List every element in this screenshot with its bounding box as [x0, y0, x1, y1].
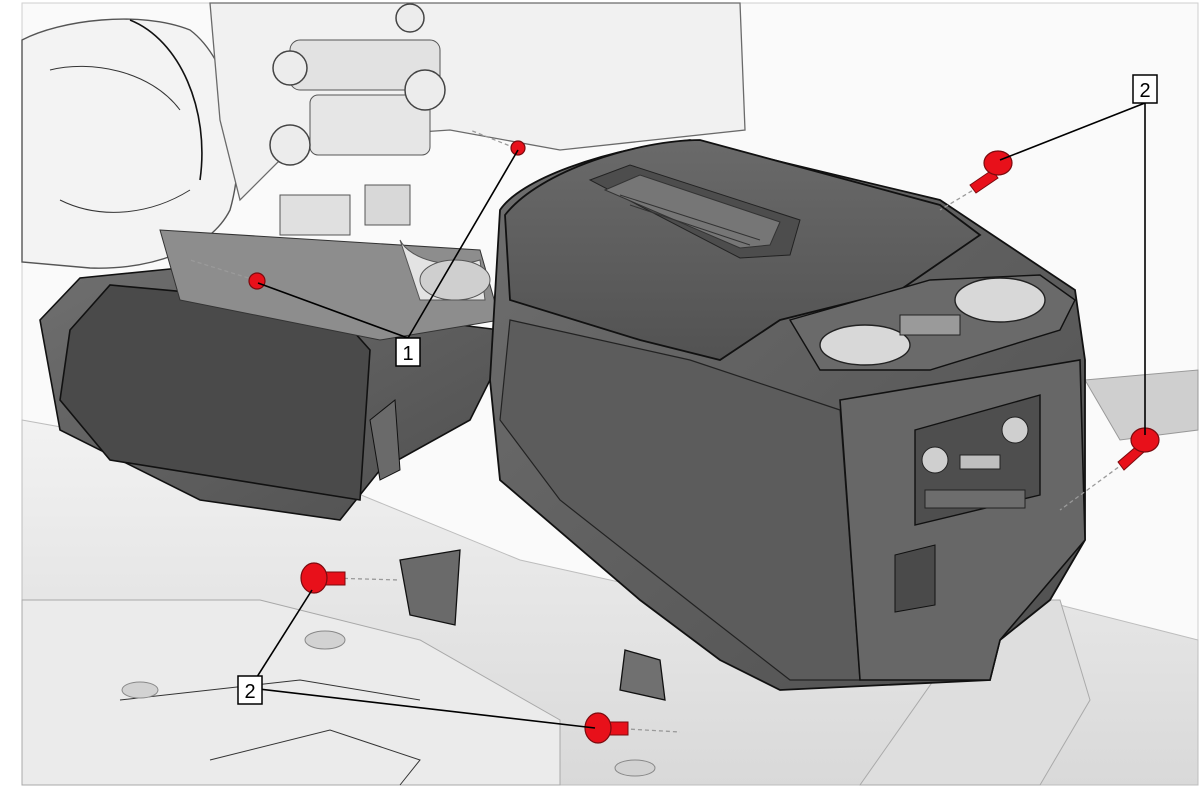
fastener-1-left	[248, 272, 266, 290]
callout-2-top-right: 2	[1132, 74, 1158, 104]
callout-2-top-right-label: 2	[1139, 80, 1150, 102]
leader-lines	[249, 102, 1146, 729]
fastener-2-lower-left	[300, 562, 346, 594]
callout-1: 1	[395, 337, 421, 367]
callout-2-bottom-left-label: 2	[244, 681, 255, 703]
rear-cupholders	[788, 274, 1076, 371]
mounting-brackets	[369, 399, 666, 701]
fastener-2-top-right	[969, 150, 1013, 194]
fastener-1-top	[510, 140, 526, 156]
callout-2-bottom-left: 2	[237, 675, 263, 705]
fastener-2-lower-middle	[584, 712, 629, 744]
steering-wheel	[21, 18, 239, 269]
armrest-lid	[504, 139, 982, 361]
fastener-2-right	[1117, 427, 1160, 471]
rear-climate-controls	[894, 394, 1041, 613]
callout-1-label: 1	[402, 343, 413, 365]
center-stack	[209, 2, 746, 236]
